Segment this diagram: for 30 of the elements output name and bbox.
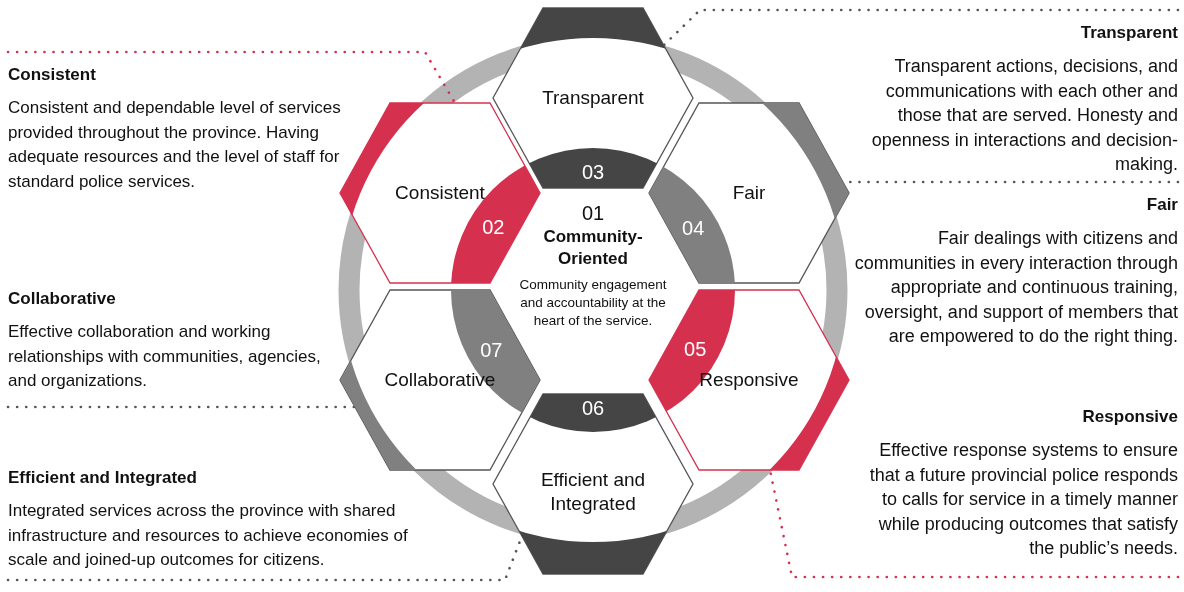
tile-label: Efficient and Integrated [539,468,647,516]
value-description: Transparent actions, decisions, and communications with each other and those that are served. Honesty and openness in interactions and decision-making. [870,55,1178,176]
value-heading: Transparent [1079,22,1178,44]
value-description: Fair dealings with citizens and communities in every interaction through appropriate and continuous training, oversight, and support of members that are empowered to do the right thing. [854,227,1178,348]
leader-line [662,8,1180,47]
value-heading: Responsive [1081,406,1178,428]
tile-number: 03 [581,160,605,184]
tile-label: Responsive [698,368,800,392]
value-description: Effective response systems to ensure that a future provincial police responds to calls for service in a timely manner while producing outcomes that satisfy the public’s needs. [868,439,1178,560]
value-description: Effective collaboration and working relationships with communities, agencies, and organizations. [8,321,322,392]
tile-label: Fair [731,181,767,205]
center-description: Community engagement and accountability at the heart of the service. [518,276,668,330]
value-description: Consistent and dependable level of services provided throughout the province. Having adequate resources and the level of staff for standard police services. [8,97,342,193]
center-heading: Community-Oriented [542,226,644,270]
tile-label: Collaborative [383,368,497,392]
leader-line [6,405,357,409]
tile-label: Consistent [394,181,486,205]
value-heading: Fair [1145,194,1178,216]
tile-label: Transparent [541,86,645,110]
center-number: 01 [580,201,606,226]
tile-number: 07 [480,338,503,362]
value-heading: Consistent [8,64,97,86]
leader-line [6,50,457,105]
tile-number: 05 [684,337,707,361]
tile-number: 04 [682,216,705,240]
value-heading: Efficient and Integrated [8,467,198,489]
tile-number: 06 [581,396,605,420]
value-heading: Collaborative [8,288,117,310]
value-description: Integrated services across the province with shared infrastructure and resources to achieve economies of scale and joined-up outcomes for citizens. [8,500,408,571]
tile-number: 02 [482,215,505,239]
